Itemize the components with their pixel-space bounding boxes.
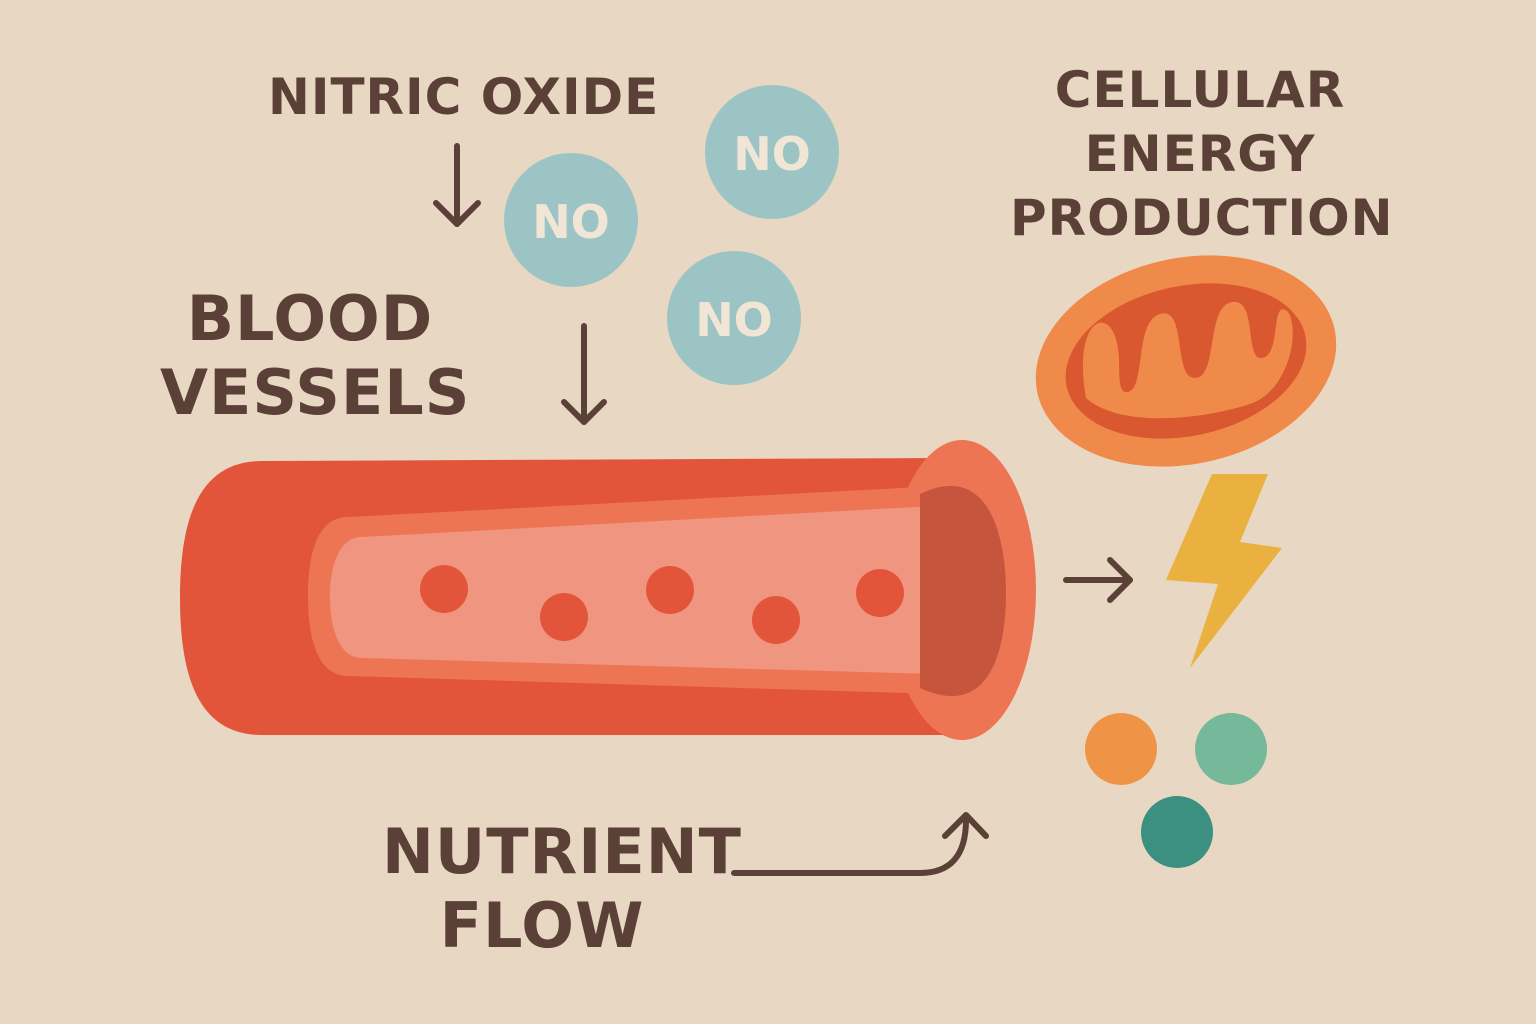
no-molecule: NO — [705, 85, 839, 219]
blood-vessels-label: BLOOD VESSELS — [160, 282, 471, 430]
cellular-energy-label: CELLULAR ENERGY PRODUCTION — [1010, 58, 1394, 250]
no-molecule: NO — [667, 251, 801, 385]
curved-arrow-icon — [731, 812, 989, 876]
cellular-label-line: PRODUCTION — [1010, 189, 1394, 247]
nutrient-dot — [1141, 796, 1213, 868]
blood-vessel-icon — [180, 440, 1036, 740]
no-molecule-label: NO — [733, 127, 811, 181]
cellular-label-line: ENERGY — [1084, 125, 1316, 183]
blood-label-line: VESSELS — [160, 356, 471, 429]
lightning-bolt-icon — [1166, 474, 1282, 668]
blood-cell — [420, 565, 468, 613]
right-arrow-icon — [1063, 557, 1133, 603]
down-arrow-icon — [561, 323, 607, 425]
mitochondria-icon — [1035, 255, 1337, 467]
no-molecule: NO — [504, 153, 638, 287]
no-molecule-label: NO — [532, 195, 610, 249]
blood-cell — [752, 596, 800, 644]
nutrient-dot — [1085, 713, 1157, 785]
blood-cell — [646, 566, 694, 614]
nutrient-label-line: NUTRIENT — [382, 815, 742, 888]
no-molecule-label: NO — [695, 293, 773, 347]
nutrient-label-line: FLOW — [439, 889, 645, 962]
nitric-oxide-label: NITRIC OXIDE — [268, 68, 660, 126]
cellular-label-line: CELLULAR — [1054, 61, 1346, 119]
blood-cell — [540, 593, 588, 641]
blood-cell — [856, 569, 904, 617]
vessel-opening — [920, 485, 1006, 697]
nutrient-dot — [1195, 713, 1267, 785]
down-arrow-icon — [433, 143, 481, 227]
nutrient-flow-label: NUTRIENT FLOW — [382, 815, 742, 963]
blood-label-line: BLOOD — [186, 282, 434, 355]
